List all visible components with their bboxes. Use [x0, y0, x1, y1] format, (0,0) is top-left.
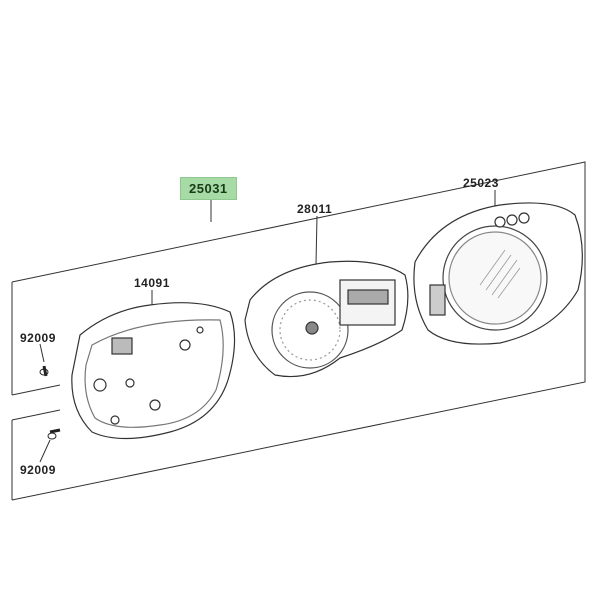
part-label-92009-bottom[interactable]: 92009	[20, 463, 56, 477]
part-label-28011[interactable]: 28011	[297, 202, 333, 216]
assembly-label-25031[interactable]: 25031	[180, 177, 237, 200]
lower-housing-14091	[71, 302, 236, 440]
screw-92009-bottom	[47, 428, 61, 440]
part-label-25023[interactable]: 25023	[463, 176, 499, 190]
meter-unit-28011	[244, 260, 409, 378]
part-label-14091[interactable]: 14091	[134, 276, 170, 290]
part-label-92009-top[interactable]: 92009	[20, 331, 56, 345]
meter-cover-25023	[413, 202, 583, 345]
screw-92009-top	[39, 365, 49, 377]
assembly-frame	[11, 161, 586, 501]
